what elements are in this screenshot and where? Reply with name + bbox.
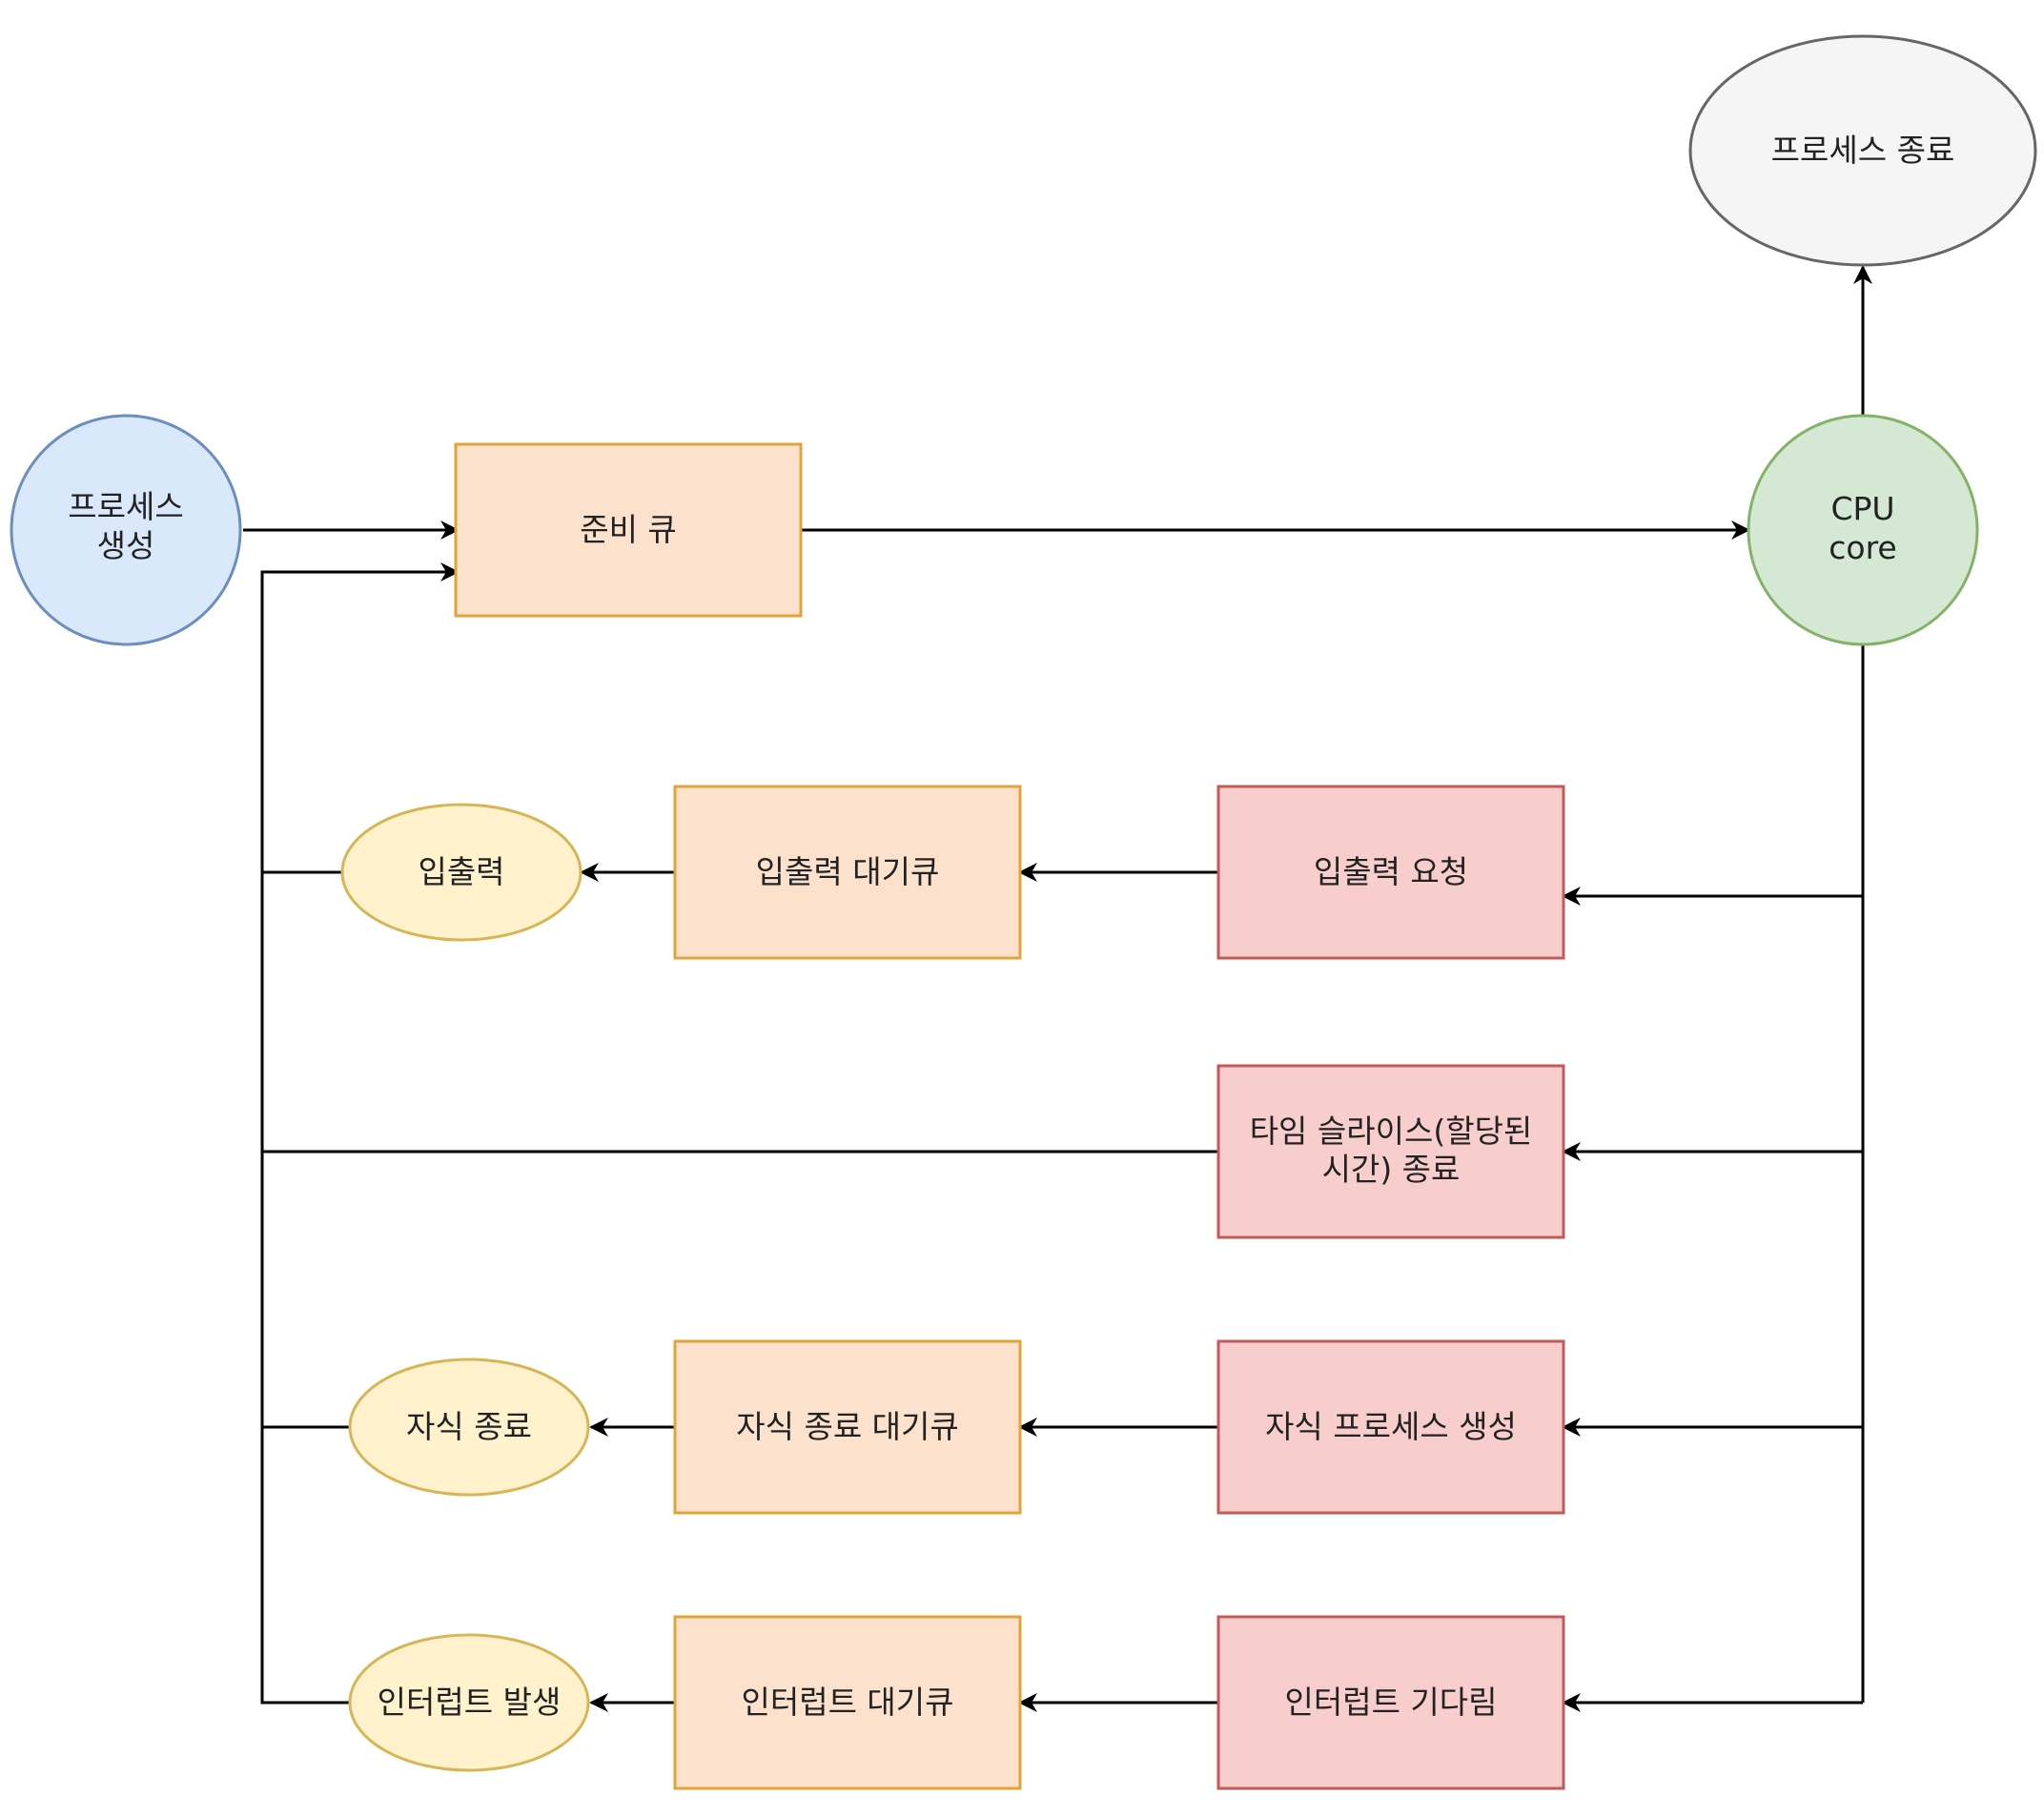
child-wait-queue-label: 자식 종료 대기큐 (736, 1408, 959, 1445)
process-create-label-line1: 프로세스 (68, 488, 183, 525)
ready-queue-shape (454, 442, 803, 618)
interrupt-occur-label: 인터럽트 발생 (378, 1684, 562, 1721)
time-slice-end-label-line2: 시간) 종료 (1322, 1151, 1461, 1188)
interrupt-wait-queue-shape (673, 1615, 1022, 1790)
node-io-event: 입출력 (340, 803, 583, 942)
cpu-core-label-line2: core (1829, 529, 1896, 566)
node-process-create: 프로세스 생성 (10, 414, 242, 646)
node-cpu-core: CPU core (1747, 414, 1979, 646)
cpu-core-label-line1: CPU (1830, 490, 1894, 527)
cpu-core-shape (1747, 414, 1979, 646)
interrupt-wait-queue-label: 인터럽트 대기큐 (741, 1684, 953, 1721)
child-end-shape (348, 1358, 590, 1497)
child-create-label: 자식 프로세스 생성 (1265, 1408, 1517, 1445)
node-interrupt-wait-queue: 인터럽트 대기큐 (673, 1615, 1022, 1790)
edge-interrupt-return (260, 562, 460, 1705)
io-wait-queue-shape (673, 785, 1022, 960)
io-request-shape (1216, 785, 1565, 960)
child-create-shape (1216, 1339, 1565, 1515)
process-end-label: 프로세스 종료 (1771, 132, 1955, 169)
edges (243, 265, 1872, 1712)
node-io-wait-queue: 입출력 대기큐 (673, 785, 1022, 960)
ready-queue-label: 준비 큐 (580, 511, 677, 548)
node-interrupt-wait: 인터럽트 기다림 (1216, 1615, 1565, 1790)
node-interrupt-occur: 인터럽트 발생 (348, 1633, 590, 1772)
node-process-end: 프로세스 종료 (1688, 34, 2037, 267)
interrupt-occur-shape (348, 1633, 590, 1772)
node-io-request: 입출력 요청 (1216, 785, 1565, 960)
interrupt-wait-shape (1216, 1615, 1565, 1790)
node-child-create: 자식 프로세스 생성 (1216, 1339, 1565, 1515)
child-end-label: 자식 종료 (406, 1408, 532, 1445)
io-event-shape (340, 803, 583, 942)
node-child-end: 자식 종료 (348, 1358, 590, 1497)
node-time-slice-end: 타임 슬라이스(할당된 시간) 종료 (1216, 1064, 1565, 1239)
process-end-shape (1688, 34, 2037, 267)
time-slice-end-label-line1: 타임 슬라이스(할당된 (1250, 1113, 1533, 1150)
child-wait-queue-shape (673, 1339, 1022, 1515)
node-ready-queue: 준비 큐 (454, 442, 803, 618)
node-child-wait-queue: 자식 종료 대기큐 (673, 1339, 1022, 1515)
interrupt-wait-label: 인터럽트 기다림 (1284, 1684, 1497, 1721)
process-create-label-line2: 생성 (97, 527, 155, 564)
io-event-label: 입출력 (418, 853, 504, 890)
process-create-shape (10, 414, 242, 646)
time-slice-end-shape (1216, 1064, 1565, 1239)
io-request-label: 입출력 요청 (1314, 853, 1468, 890)
io-wait-queue-label: 입출력 대기큐 (756, 853, 940, 890)
